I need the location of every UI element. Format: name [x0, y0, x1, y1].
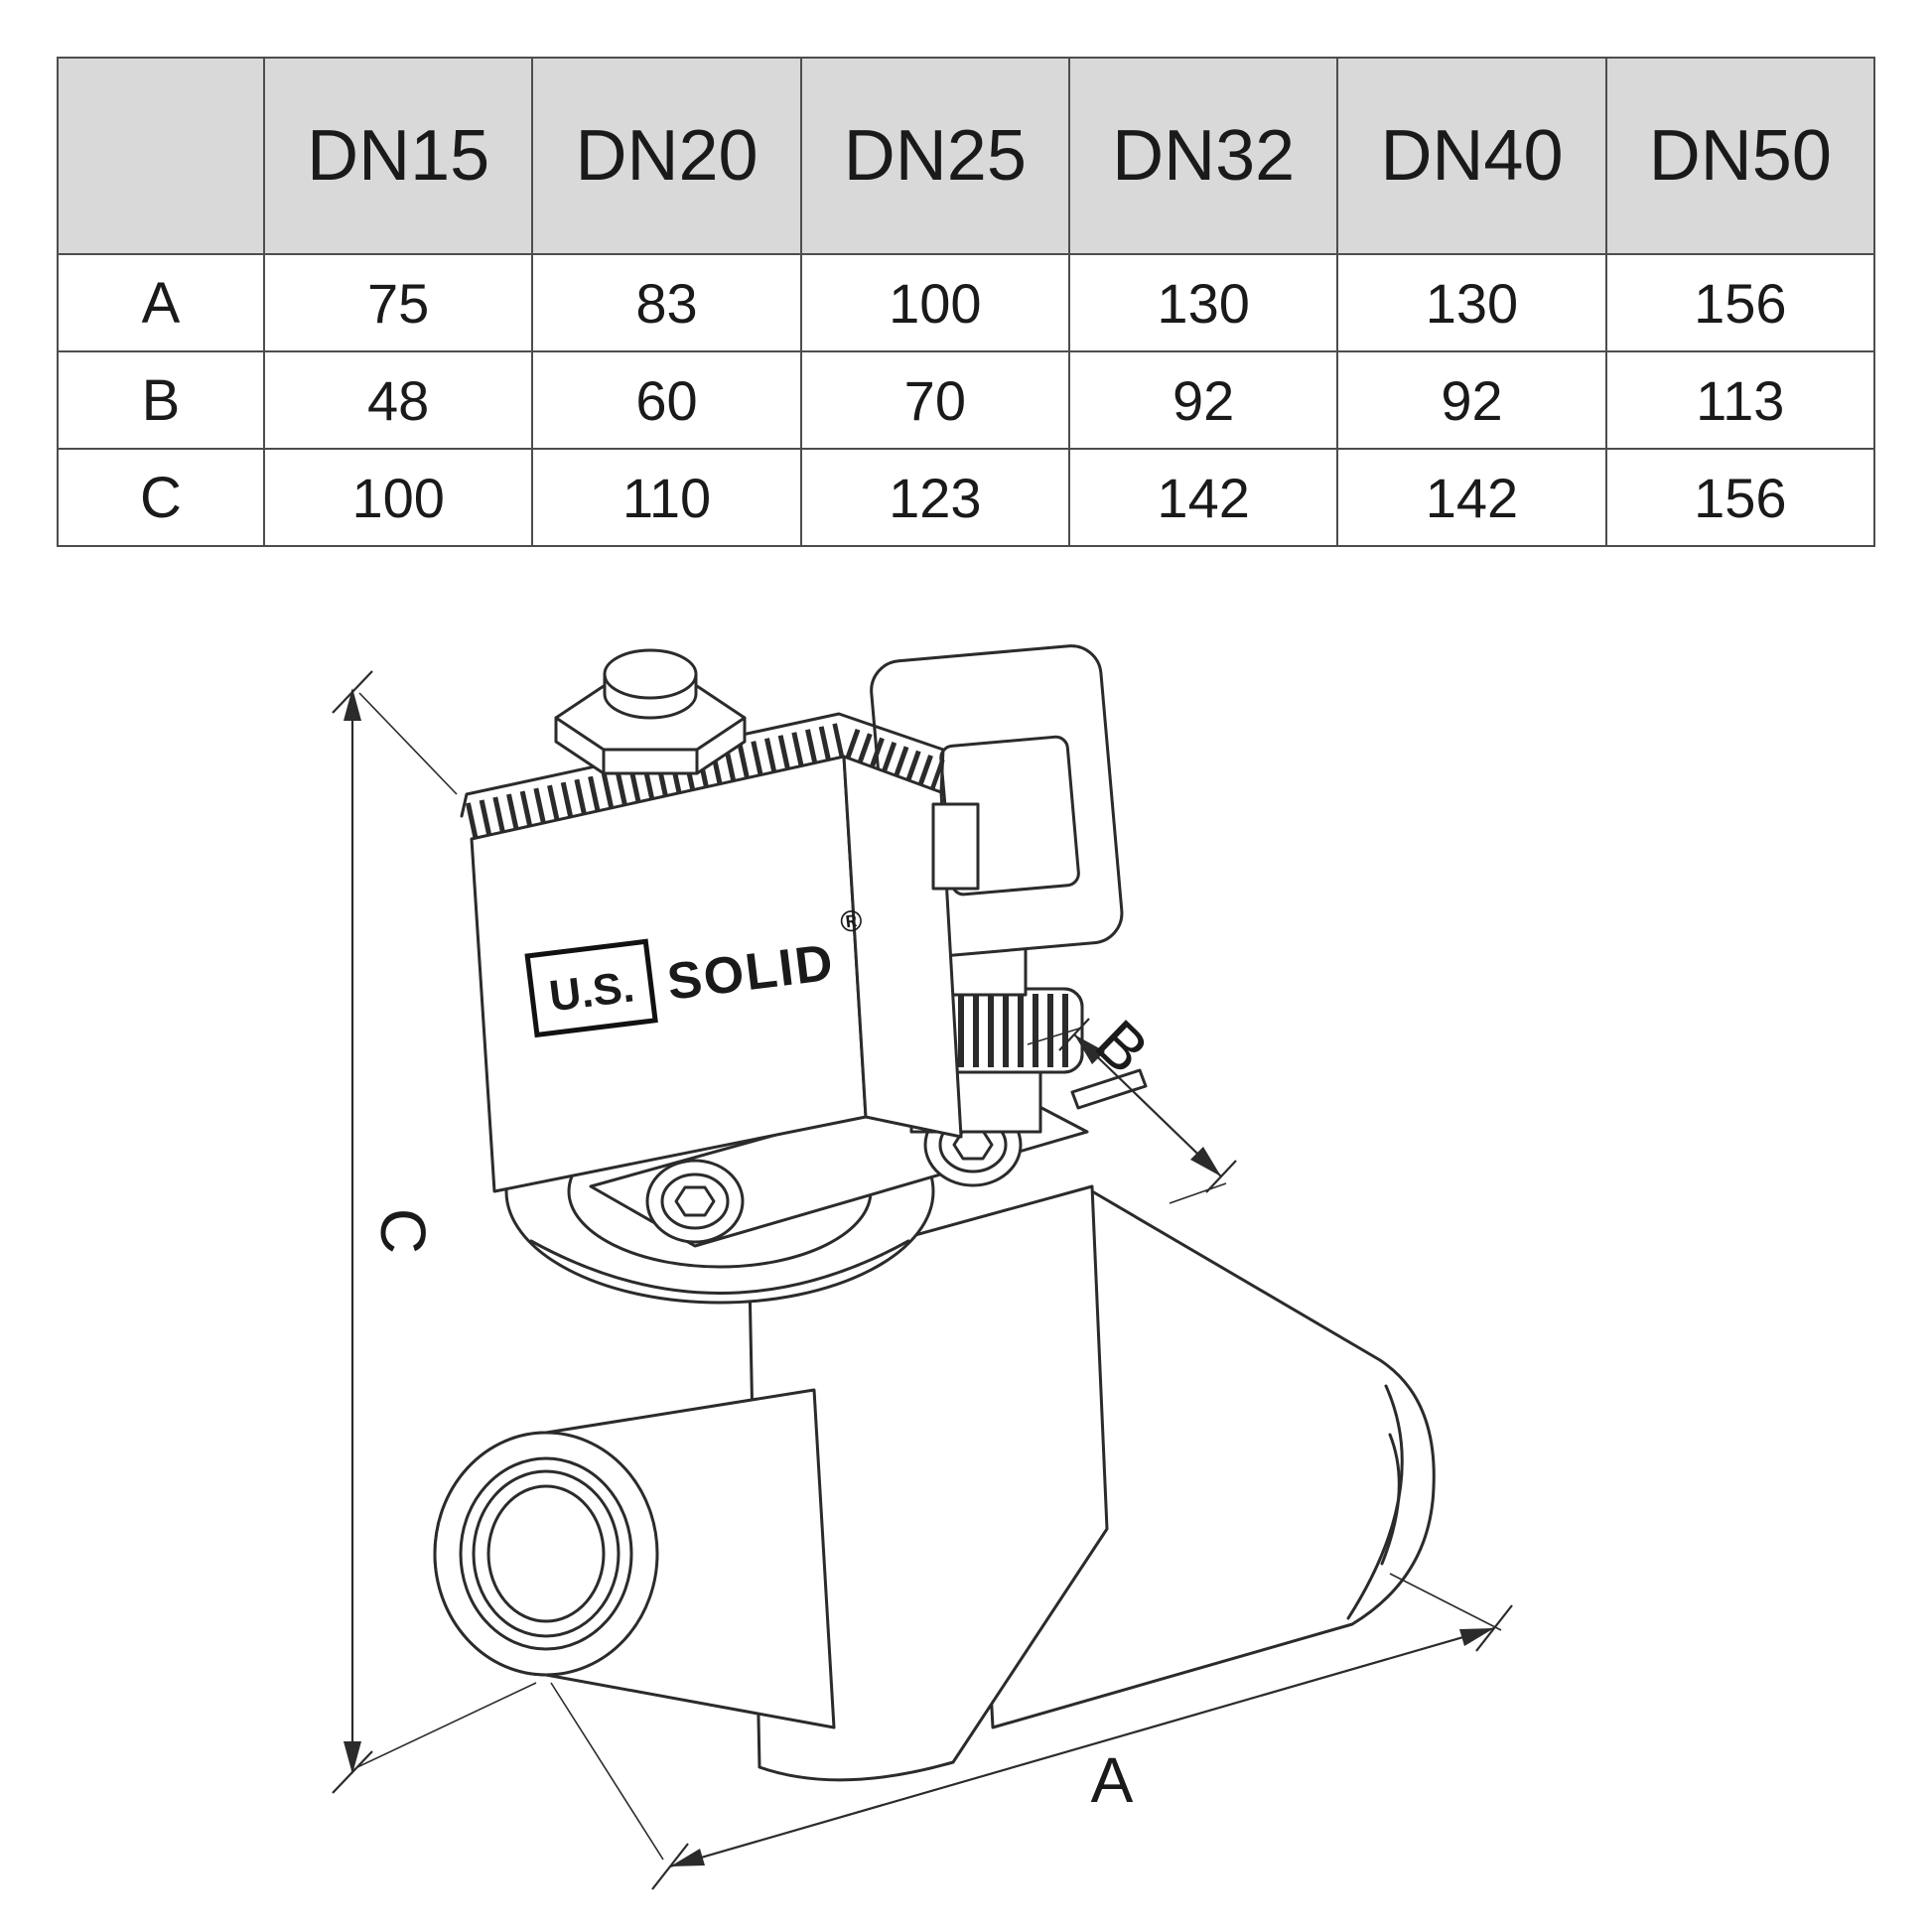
dim-a-tick-right — [1475, 1604, 1513, 1652]
dim-a-line — [669, 1626, 1495, 1868]
body-center-block — [748, 1184, 1109, 1782]
dim-a-extension-left — [550, 1682, 664, 1861]
valve-diagram: C — [332, 644, 1513, 1890]
row-label-b: B — [57, 350, 265, 450]
dim-b-tick-top — [1058, 1018, 1090, 1051]
dim-label-c: C — [367, 1208, 439, 1254]
left-port-thread-inner — [472, 1469, 621, 1638]
left-port-thread-outer — [459, 1456, 633, 1651]
dim-c-extension-bottom — [356, 1682, 537, 1768]
left-port-rim — [433, 1431, 659, 1677]
socket-screw-front — [645, 1159, 745, 1244]
header-cell-dn40: DN40 — [1336, 57, 1607, 255]
dim-c-arrow-bottom — [344, 1741, 361, 1774]
table-row-a: A 75 83 100 130 130 156 — [57, 253, 1876, 352]
table-cell: 130 — [1067, 253, 1339, 352]
logo-frame — [524, 938, 658, 1038]
table-cell: 48 — [262, 350, 534, 450]
bonnet-rim-line — [529, 1239, 910, 1295]
dim-c-tick-top — [332, 670, 373, 714]
table-cell: 110 — [531, 448, 802, 547]
dim-a-arrow-right — [1459, 1628, 1494, 1646]
valve-body — [433, 1184, 1436, 1782]
table-cell: 92 — [1067, 350, 1339, 450]
dimension-table: DN15 DN20 DN25 DN32 DN40 DN50 A 75 83 10… — [57, 57, 1876, 547]
table-cell: 70 — [799, 350, 1070, 450]
hex-nut-top-edges — [554, 716, 747, 752]
connector-latch — [931, 802, 980, 891]
dim-label-a: A — [1091, 1744, 1134, 1816]
right-port-end-bore — [1380, 1433, 1401, 1566]
table-cell: 156 — [1604, 448, 1876, 547]
logo-prefix: U.S. — [547, 962, 637, 1021]
header-cell-blank — [57, 57, 265, 255]
nut-button-top — [603, 648, 698, 700]
table-cell: 100 — [799, 253, 1070, 352]
screw-head — [645, 1159, 745, 1244]
dimension-a: A — [550, 1573, 1513, 1890]
header-cell-dn15: DN15 — [262, 57, 534, 255]
dim-b-arrow-bottom — [1190, 1147, 1221, 1176]
dim-b-line — [1073, 1034, 1222, 1177]
row-label-c: C — [57, 448, 265, 547]
table-row-b: B 48 60 70 92 92 113 — [57, 350, 1876, 450]
dimension-table-body: A 75 83 100 130 130 156 B 48 60 70 92 92… — [57, 253, 1876, 547]
dim-c-arrow-top — [344, 688, 361, 721]
table-cell: 130 — [1336, 253, 1607, 352]
header-cell-dn20: DN20 — [531, 57, 802, 255]
table-cell: 100 — [262, 448, 534, 547]
dim-c-tick-bottom — [332, 1750, 373, 1794]
coil-housing: U.S. SOLID ® — [460, 648, 963, 1193]
dim-label-b: B — [1082, 1006, 1163, 1086]
dim-b-tick-bottom — [1205, 1160, 1237, 1193]
table-cell: 60 — [531, 350, 802, 450]
table-row-c: C 100 110 123 142 142 156 — [57, 448, 1876, 547]
screw-recess — [660, 1173, 730, 1230]
table-cell: 75 — [262, 253, 534, 352]
dim-a-extension-right — [1389, 1573, 1502, 1631]
table-cell: 142 — [1067, 448, 1339, 547]
table-cell: 123 — [799, 448, 1070, 547]
header-cell-dn50: DN50 — [1604, 57, 1876, 255]
screw-hex-socket — [674, 1185, 716, 1217]
hex-nut — [554, 648, 747, 775]
header-cell-dn32: DN32 — [1067, 57, 1339, 255]
table-header-row: DN15 DN20 DN25 DN32 DN40 DN50 — [57, 57, 1876, 255]
dimension-table-header: DN15 DN20 DN25 DN32 DN40 DN50 — [57, 57, 1876, 255]
table-cell: 92 — [1336, 350, 1607, 450]
logo-registered-mark: ® — [839, 904, 865, 939]
dim-a-arrow-left — [670, 1849, 705, 1866]
table-cell: 156 — [1604, 253, 1876, 352]
dim-c-extension-top — [358, 692, 458, 795]
table-cell: 113 — [1604, 350, 1876, 450]
row-label-a: A — [57, 253, 265, 352]
header-cell-dn25: DN25 — [799, 57, 1070, 255]
dim-b-arrow-top — [1074, 1035, 1105, 1064]
coil-ribs-side — [844, 728, 945, 793]
dim-b-extension-bottom — [1169, 1182, 1227, 1204]
table-cell: 142 — [1336, 448, 1607, 547]
left-port-bore — [486, 1484, 606, 1623]
dim-a-tick-left — [651, 1843, 689, 1890]
dimension-c: C — [332, 670, 537, 1794]
dim-b-extension-top — [1027, 1027, 1083, 1045]
table-cell: 83 — [531, 253, 802, 352]
